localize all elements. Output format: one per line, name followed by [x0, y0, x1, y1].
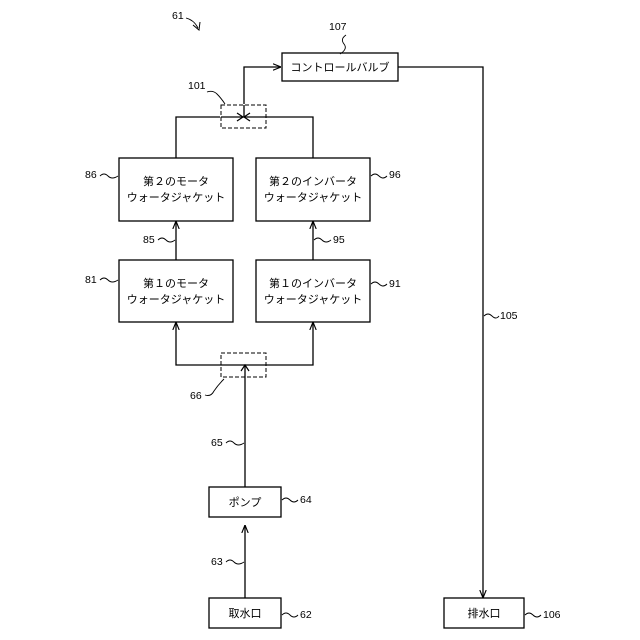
- ref-66-text: 66: [190, 390, 202, 402]
- inverter-jacket-2-label-line1: 第２のインバータ: [269, 174, 357, 188]
- ref-96-text: 96: [389, 169, 401, 181]
- merge-junction: [221, 105, 266, 128]
- ref-64: 64: [282, 494, 312, 506]
- ref-62-text: 62: [300, 609, 312, 621]
- inverter-jacket-1-label-line1: 第１のインバータ: [269, 276, 357, 290]
- inverter-jacket-1-box: 第１のインバータ ウォータジャケット: [256, 260, 370, 322]
- motor-jacket-1-box: 第１のモータ ウォータジャケット: [119, 260, 233, 322]
- ref-91-leader: [371, 282, 387, 286]
- ref-85: 85: [143, 234, 175, 246]
- ref-91-text: 91: [389, 278, 401, 290]
- ref-62-leader: [282, 613, 298, 617]
- ref-107-leader: [340, 35, 346, 54]
- pump-box: ポンプ: [209, 487, 281, 517]
- figure-ref-arrow: [186, 18, 198, 28]
- motor-jacket-2-label-line1: 第２のモータ: [143, 174, 209, 188]
- ref-81-leader: [100, 278, 118, 282]
- control-valve-box: コントロールバルブ: [282, 53, 398, 81]
- ref-107: 107: [329, 21, 347, 54]
- intake-label: 取水口: [229, 607, 262, 620]
- ref-86-text: 86: [85, 169, 97, 181]
- ref-65: 65: [211, 437, 244, 449]
- ref-63-leader: [226, 560, 244, 564]
- ref-107-text: 107: [329, 21, 347, 33]
- ref-81: 81: [85, 274, 118, 286]
- motor-jacket-1-label-line2: ウォータジャケット: [127, 293, 225, 306]
- ref-66: 66: [190, 379, 224, 402]
- ref-63: 63: [211, 556, 244, 568]
- ref-85-text: 85: [143, 234, 155, 246]
- motor-jacket-2-box: 第２のモータ ウォータジャケット: [119, 158, 233, 221]
- pipe-branch-to-motor-1: [176, 322, 222, 365]
- ref-96: 96: [371, 169, 401, 181]
- pump-label: ポンプ: [229, 496, 262, 509]
- ref-63-text: 63: [211, 556, 223, 568]
- ref-81-text: 81: [85, 274, 97, 286]
- pipe-valve-to-outlet: [398, 67, 483, 598]
- ref-101: 101: [188, 80, 225, 104]
- ref-106-leader: [525, 613, 541, 617]
- pipe-motor-2-to-merge: [176, 117, 220, 158]
- ref-105-text: 105: [500, 310, 518, 322]
- branch-junction: [221, 353, 266, 377]
- ref-85-leader: [158, 238, 175, 242]
- inverter-jacket-2-box: 第２のインバータ ウォータジャケット: [256, 158, 370, 221]
- motor-jacket-2-label-line2: ウォータジャケット: [127, 191, 225, 204]
- outlet-label: 排水口: [468, 606, 501, 620]
- ref-106: 106: [525, 609, 561, 621]
- ref-64-text: 64: [300, 494, 312, 506]
- motor-jacket-1-label-line1: 第１のモータ: [143, 276, 209, 290]
- ref-101-leader: [207, 91, 225, 104]
- ref-62: 62: [282, 609, 312, 621]
- pipe-inverter-2-to-merge: [265, 117, 313, 158]
- ref-65-text: 65: [211, 437, 223, 449]
- ref-96-leader: [371, 174, 387, 178]
- intake-box: 取水口: [209, 598, 281, 628]
- ref-86-leader: [100, 174, 118, 178]
- ref-95-leader: [314, 238, 331, 242]
- figure-ref: 61: [172, 10, 184, 22]
- ref-95: 95: [314, 234, 345, 246]
- pipe-branch-to-inverter-1: [266, 322, 313, 365]
- ref-66-leader: [205, 379, 224, 396]
- ref-65-leader: [226, 441, 244, 445]
- inverter-jacket-2-label-line2: ウォータジャケット: [264, 191, 362, 204]
- inverter-jacket-1-label-line2: ウォータジャケット: [264, 293, 362, 306]
- ref-91: 91: [371, 278, 401, 290]
- ref-64-leader: [282, 498, 298, 502]
- ref-86: 86: [85, 169, 118, 181]
- control-valve-label: コントロールバルブ: [291, 60, 390, 74]
- ref-106-text: 106: [543, 609, 561, 621]
- ref-95-text: 95: [333, 234, 345, 246]
- ref-105-leader: [484, 314, 499, 318]
- ref-101-text: 101: [188, 80, 206, 92]
- outlet-box: 排水口: [444, 598, 524, 628]
- pipe-merge-to-valve: [244, 67, 281, 104]
- ref-105: 105: [484, 310, 518, 322]
- figure-ref-group: 61: [172, 10, 200, 30]
